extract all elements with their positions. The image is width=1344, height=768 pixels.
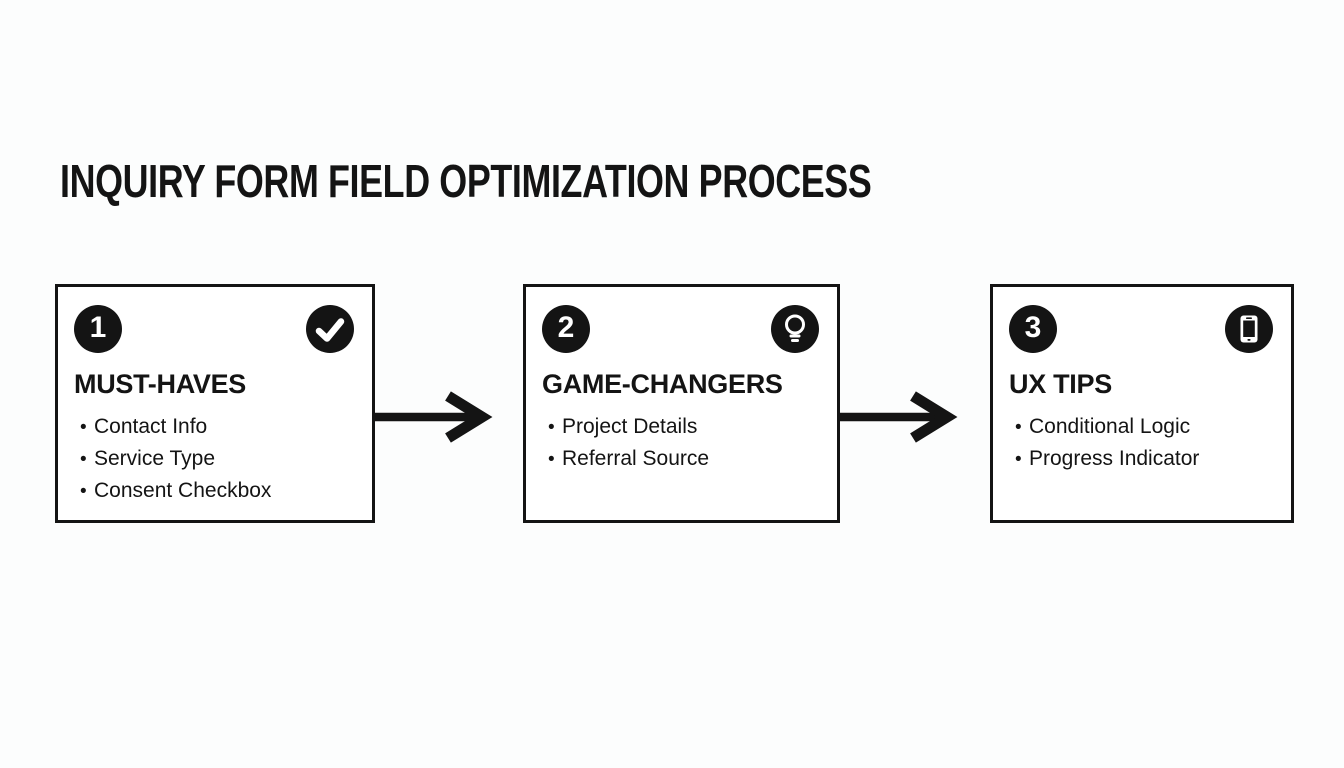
list-item-label: Project Details <box>562 415 698 438</box>
bullet-icon: • <box>548 449 555 470</box>
arrow-right-icon <box>839 387 959 452</box>
arrow-right-icon <box>374 387 494 452</box>
list-item: • Consent Checkbox <box>80 475 358 507</box>
list-item: • Referral Source <box>548 443 823 475</box>
list-item: • Progress Indicator <box>1015 443 1277 475</box>
list-item: • Contact Info <box>80 411 358 443</box>
badge-row: 2 <box>526 287 837 353</box>
bullet-icon: • <box>80 449 87 470</box>
step-number-badge: 2 <box>542 305 590 353</box>
lightbulb-icon <box>771 305 819 353</box>
list-item-label: Conditional Logic <box>1029 415 1191 438</box>
list-item: • Project Details <box>548 411 823 443</box>
list-item: • Service Type <box>80 443 358 475</box>
bullet-icon: • <box>80 481 87 502</box>
step-number-badge: 3 <box>1009 305 1057 353</box>
step-card-game-changers: 2 GAME-CHANGERS • Project Details • Refe… <box>523 284 840 523</box>
list-item-label: Referral Source <box>562 447 710 470</box>
step-title: MUST-HAVES <box>74 369 247 399</box>
bullet-icon: • <box>1015 449 1022 470</box>
step-item-list: • Contact Info • Service Type • Consent … <box>80 411 358 507</box>
check-icon <box>306 305 354 353</box>
bullet-icon: • <box>80 417 87 438</box>
step-title: UX TIPS <box>1009 369 1112 399</box>
bullet-icon: • <box>1015 417 1022 438</box>
page-title: INQUIRY FORM FIELD OPTIMIZATION PROCESS <box>60 155 872 207</box>
step-number: 2 <box>557 311 575 344</box>
list-item-label: Consent Checkbox <box>94 479 272 502</box>
list-item: • Conditional Logic <box>1015 411 1277 443</box>
step-card-ux-tips: 3 UX TIPS • Conditional Logic • Progress… <box>990 284 1294 523</box>
step-number-badge: 1 <box>74 305 122 353</box>
step-number: 3 <box>1024 311 1042 344</box>
list-item-label: Contact Info <box>94 415 208 438</box>
step-item-list: • Project Details • Referral Source <box>548 411 823 475</box>
step-item-list: • Conditional Logic • Progress Indicator <box>1015 411 1277 475</box>
step-number: 1 <box>89 311 107 344</box>
smartphone-icon <box>1225 305 1273 353</box>
step-card-must-haves: 1 MUST-HAVES • Contact Info • Service Ty… <box>55 284 375 523</box>
bullet-icon: • <box>548 417 555 438</box>
list-item-label: Progress Indicator <box>1029 447 1200 470</box>
step-title: GAME-CHANGERS <box>542 369 783 399</box>
badge-row: 3 <box>993 287 1291 353</box>
list-item-label: Service Type <box>94 447 216 470</box>
badge-row: 1 <box>58 287 372 353</box>
